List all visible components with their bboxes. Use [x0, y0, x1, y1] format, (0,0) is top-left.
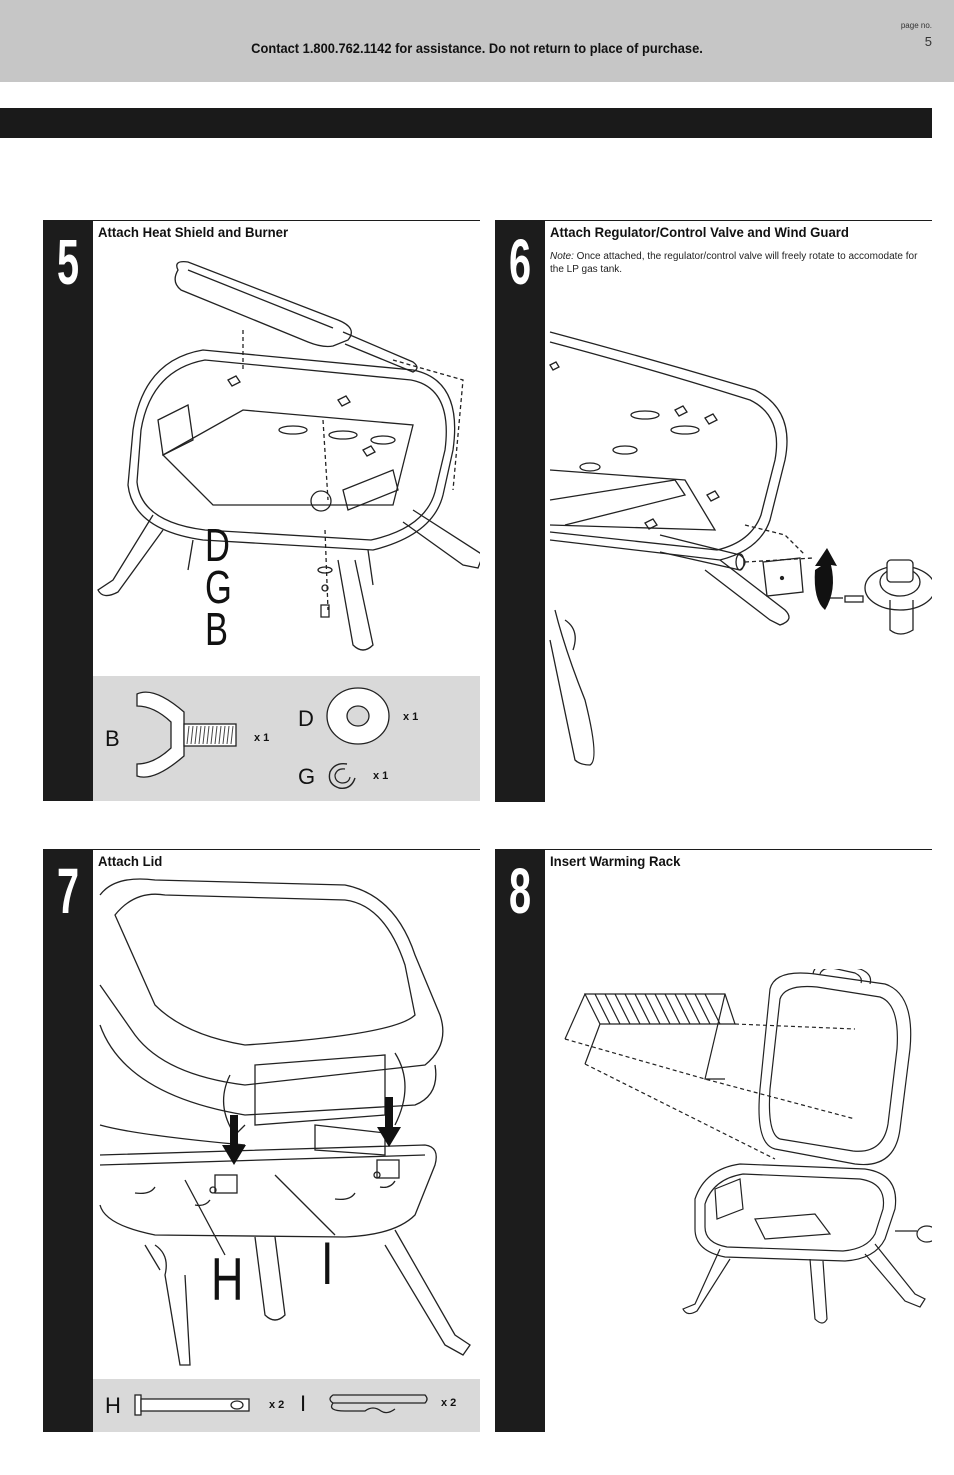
step-number: 8	[508, 855, 532, 927]
note-label: Note:	[550, 251, 574, 262]
step-8-panel: 8 Insert Warming Rack	[495, 849, 932, 1432]
part-label-i: I	[300, 1391, 307, 1416]
part-qty-g: x 1	[373, 770, 389, 782]
part-qty-h: x 2	[269, 1399, 285, 1411]
divider	[545, 220, 932, 221]
part-qty-b: x 1	[254, 732, 270, 744]
callout-b: B	[205, 603, 229, 655]
step-number-column	[495, 849, 545, 1432]
step-title: Insert Warming Rack	[550, 853, 681, 869]
step-7-panel: 7 Attach Lid	[43, 849, 480, 1432]
step-title: Attach Lid	[98, 853, 163, 869]
contact-text: Contact 1.800.762.1142 for assistance. D…	[251, 40, 703, 56]
part-label-b: B	[105, 726, 120, 751]
divider	[93, 220, 480, 221]
section-bar	[0, 108, 932, 138]
grill-body-burner-illustration	[97, 261, 480, 651]
page-header: Contact 1.800.762.1142 for assistance. D…	[0, 0, 954, 82]
divider	[93, 849, 480, 850]
step-5-panel: 5 Attach Heat Shield and Burner	[43, 220, 480, 801]
part-label-d: D	[298, 706, 314, 731]
part-qty-i: x 2	[441, 1397, 457, 1409]
callout-h: H	[211, 1246, 244, 1313]
note-text: Once attached, the regulator/control val…	[550, 251, 918, 275]
step-title: Attach Heat Shield and Burner	[98, 224, 289, 240]
callout-d: D	[205, 519, 230, 571]
warming-rack-illustration	[564, 969, 932, 1324]
part-qty-d: x 1	[403, 711, 419, 723]
parts-box: H x 2 I x 2	[93, 1379, 480, 1432]
hinge-pin-icon	[134, 1394, 250, 1416]
page-number-label: page no.	[900, 21, 932, 30]
step-note: Note: Once attached, the regulator/contr…	[550, 250, 930, 276]
washer-icon	[326, 687, 390, 745]
lid-attach-illustration	[99, 878, 471, 1366]
hitch-pin-icon	[329, 1394, 428, 1414]
step-6-panel: 6 Attach Regulator/Control Valve and Win…	[495, 220, 932, 802]
step-number: 7	[56, 855, 80, 927]
divider	[545, 849, 932, 850]
parts-box: B x 1 D x 1 G x 1	[93, 676, 480, 801]
step-number-column	[495, 220, 545, 802]
callout-i: I	[321, 1230, 334, 1297]
step-title: Attach Regulator/Control Valve and Wind …	[550, 224, 849, 240]
regulator-wind-guard-illustration	[549, 331, 932, 766]
step-number: 5	[56, 226, 80, 298]
part-label-h: H	[105, 1393, 121, 1418]
callout-g: G	[205, 561, 232, 613]
wing-bolt-icon	[136, 691, 237, 778]
step-number-column	[43, 849, 93, 1432]
lock-washer-icon	[328, 762, 356, 789]
part-label-g: G	[298, 764, 316, 789]
page-number: 5	[924, 34, 932, 49]
step-number-column	[43, 220, 93, 801]
step-number: 6	[508, 226, 532, 298]
